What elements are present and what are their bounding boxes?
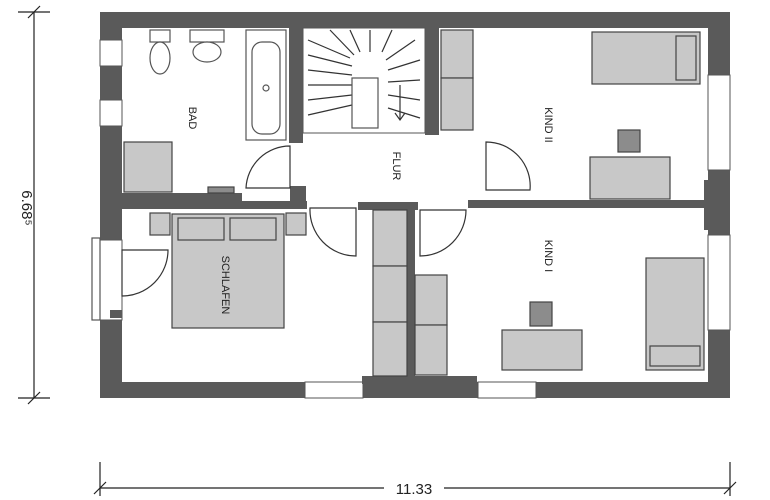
room-label-kind1: KIND I — [542, 240, 554, 272]
room-label-bad: BAD — [186, 107, 198, 130]
room-label-schlafen: SCHLAFEN — [219, 256, 231, 315]
staircase — [302, 27, 426, 134]
dimension-width: 11.33 — [396, 481, 432, 498]
kind2-furniture — [589, 31, 701, 200]
windows — [99, 39, 731, 399]
bedroom-furniture — [149, 212, 307, 329]
dimension-height: 6.68⁵ — [18, 190, 35, 225]
room-labels: BAD FLUR KIND II KIND I SCHLAFEN — [186, 107, 554, 315]
room-label-flur: FLUR — [390, 152, 402, 181]
hall-wardrobes — [372, 29, 474, 377]
room-label-kind2: KIND II — [542, 107, 554, 142]
kind1-furniture — [501, 257, 705, 371]
interior-walls — [110, 28, 712, 384]
bathroom-fixtures — [123, 29, 287, 194]
doors — [91, 141, 531, 321]
dimension-lines: 11.33 6.68⁵ — [4, 5, 737, 498]
